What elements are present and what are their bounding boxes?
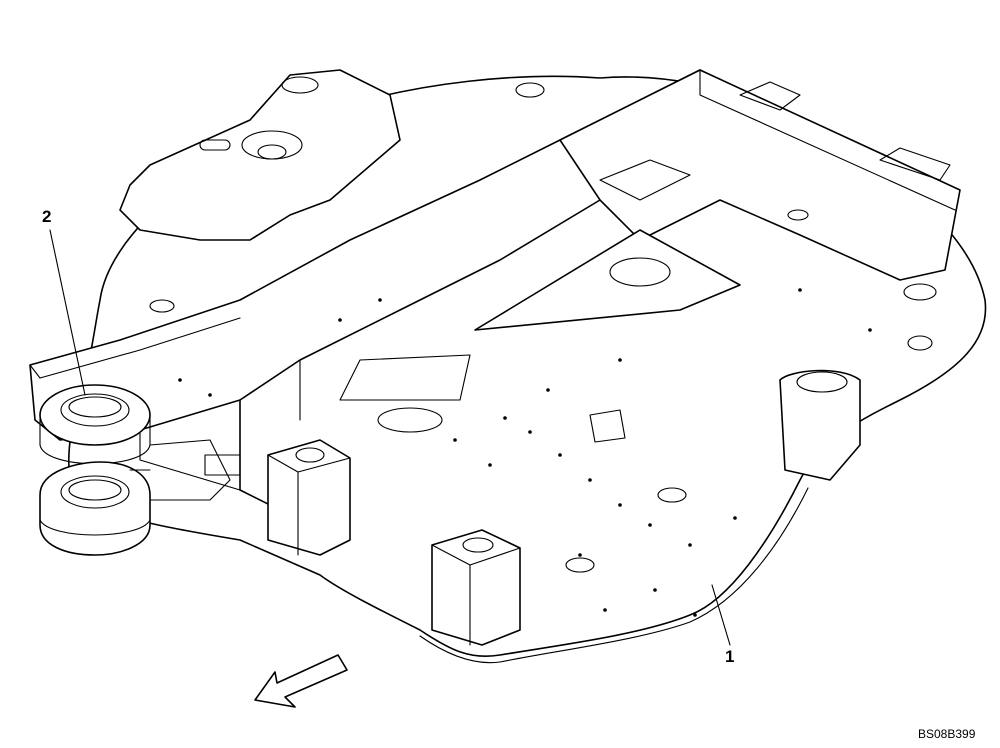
- callout-2-label: 2: [42, 207, 51, 226]
- callout-2-group: 2: [42, 207, 86, 396]
- mounting-holes: [149, 82, 937, 617]
- front-direction-arrow: [254, 654, 348, 708]
- rear-right-frame: [559, 69, 961, 281]
- center-bracket: [339, 354, 626, 443]
- rear-left-plate: [119, 69, 401, 241]
- callout-2-leader: [49, 229, 86, 396]
- right-tower: [779, 369, 861, 481]
- callout-1-group: 1: [711, 584, 734, 666]
- callout-1-leader: [711, 584, 731, 646]
- drawing-reference-code: BS08B399: [918, 727, 976, 741]
- lower-boss: [39, 461, 151, 556]
- callout-1-label: 1: [725, 647, 734, 666]
- center-web: [474, 229, 741, 331]
- front-box-mount-left: [267, 439, 351, 556]
- front-box-mount-right: [431, 529, 521, 646]
- boss-supports: [129, 439, 241, 501]
